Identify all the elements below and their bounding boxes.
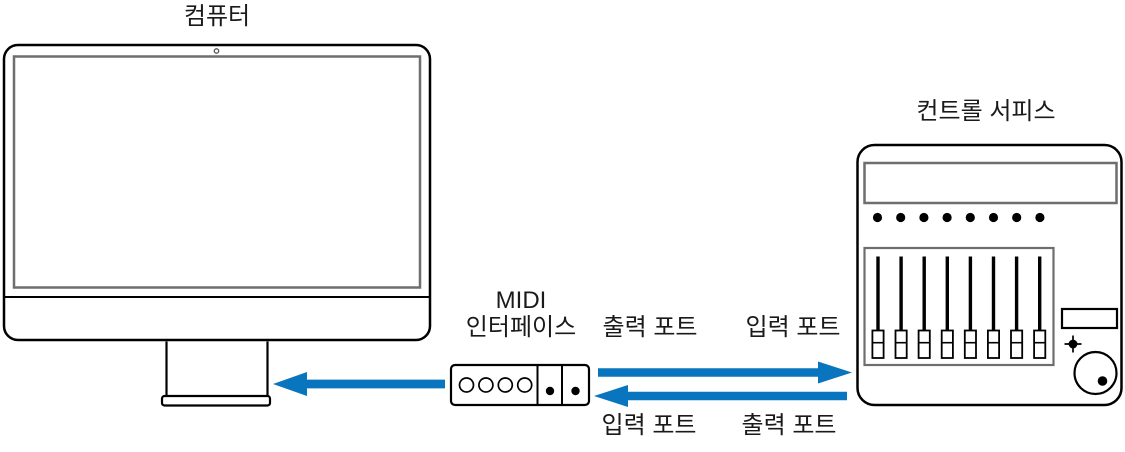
fader-cap: [1033, 329, 1047, 359]
fader: [871, 256, 885, 359]
midi-interface-label-line1: MIDI: [495, 287, 547, 314]
fader-cap: [894, 329, 908, 359]
fader-cap: [963, 329, 977, 359]
computer-label: 컴퓨터: [183, 3, 251, 30]
control-surface-faders: [871, 256, 1047, 359]
jog-wheel-icon: [1073, 350, 1118, 396]
fader: [1010, 256, 1024, 359]
top-arrow-output-port-label: 출력 포트: [602, 314, 698, 341]
midi-interface-illustration: [449, 363, 591, 407]
knob-dot-icon: [1035, 212, 1045, 223]
knob-dot-icon: [872, 212, 883, 223]
knob-dot-icon: [919, 212, 929, 223]
knob-dot-icon: [988, 212, 999, 223]
midi-din-port-icon: [458, 377, 475, 393]
computer-stand-base: [160, 394, 272, 407]
bottom-arrow-input-port-label: 입력 포트: [601, 412, 697, 439]
control-surface-illustration: [856, 143, 1123, 407]
fader: [963, 256, 977, 359]
midi-interface-label-line2: 인터페이스: [465, 314, 577, 341]
fader: [917, 256, 931, 359]
bottom-arrow-output-port-label: 출력 포트: [741, 412, 837, 439]
arrow-midi-out-to-surface-icon: [598, 361, 852, 384]
fader-cap: [940, 329, 954, 359]
camera-icon: [213, 48, 220, 54]
arrow-surface-to-midi-in-icon: [594, 385, 847, 407]
control-surface-display: [863, 161, 1118, 205]
control-surface-value-display: [1060, 307, 1119, 330]
fader-cap: [871, 329, 885, 359]
knob-dot-icon: [942, 212, 952, 223]
midi-din-port-icon: [516, 377, 533, 393]
midi-din-port-icon: [497, 377, 514, 393]
computer-illustration: [2, 43, 432, 407]
knob-dot-icon: [965, 212, 975, 223]
midi-din-port-icon: [478, 377, 494, 393]
fader-cap: [1010, 329, 1024, 359]
midi-indicator-dot-icon: [545, 386, 555, 396]
fader-cap: [987, 329, 1001, 359]
fader-cap: [917, 329, 931, 359]
fader: [987, 256, 1001, 359]
control-surface-knobs: [872, 212, 1045, 223]
top-arrow-input-port-label: 입력 포트: [745, 314, 841, 341]
fader: [1033, 256, 1047, 359]
fader: [940, 256, 954, 359]
knob-dot-icon: [1012, 212, 1022, 223]
computer-screen: [12, 55, 422, 289]
midi-din-ports: [458, 377, 533, 393]
fader: [894, 256, 908, 359]
control-surface-label: 컨트롤 서피스: [916, 98, 1056, 125]
midi-interface-label: MIDI 인터페이스: [466, 287, 576, 341]
crosshair-button-icon: [1064, 335, 1082, 353]
knob-dot-icon: [896, 212, 906, 223]
arrow-midi-to-computer-icon: [273, 372, 445, 396]
midi-indicator-dots: [545, 386, 580, 396]
control-surface-fader-panel: [863, 246, 1055, 367]
midi-indicator-dot-icon: [571, 386, 580, 396]
